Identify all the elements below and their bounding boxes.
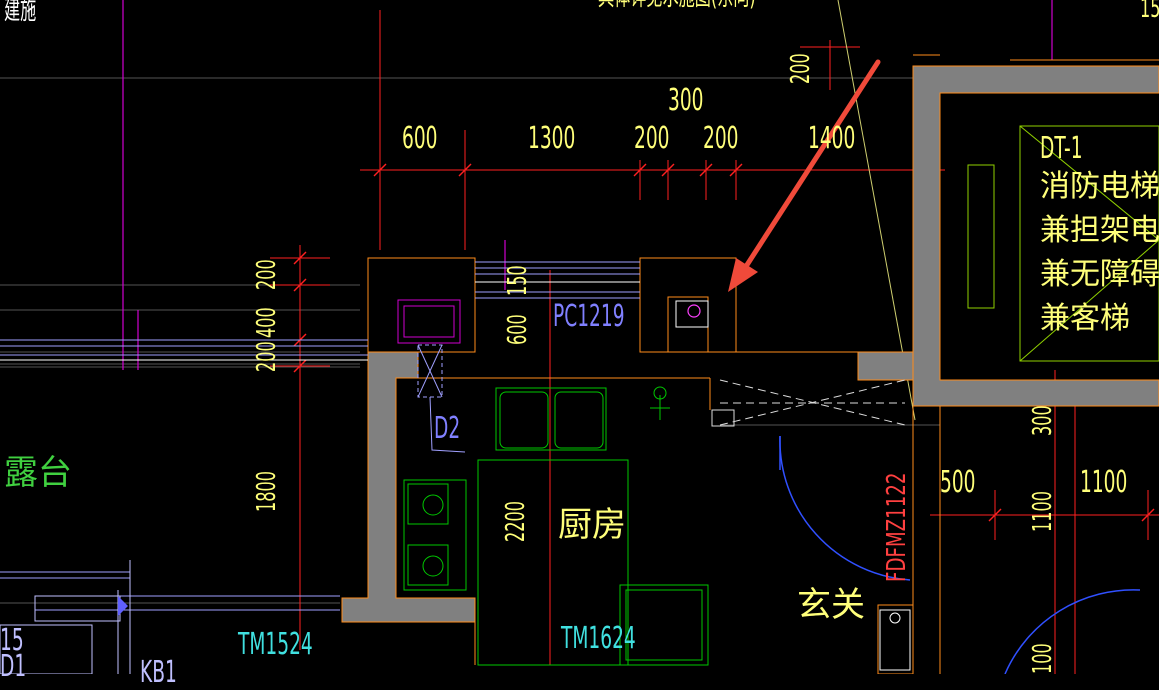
dim-2200: 2200: [501, 500, 531, 542]
dim-400-left: 400: [252, 307, 282, 338]
room-label-terrace: 露台: [4, 453, 72, 493]
dim-300: 300: [668, 83, 704, 118]
elevator-desc-3: 兼无障碍电: [1040, 257, 1159, 292]
window-code-label: PC1219: [553, 299, 625, 334]
dim-100-right: 100: [1028, 643, 1058, 674]
dim-1100-right: 1100: [1080, 465, 1128, 500]
dim-200-vertical: 200: [786, 53, 816, 84]
elevator-desc-2: 兼担架电梯: [1040, 213, 1159, 248]
dim-150: 150: [503, 265, 533, 296]
header-right-number: 150: [1140, 0, 1159, 24]
dim-600-window: 600: [503, 314, 533, 345]
elevator-code: DT-1: [1040, 131, 1083, 166]
cad-drawing: [0, 0, 1159, 675]
dim-1100-vertical: 1100: [1028, 490, 1058, 532]
dimension-lines: [270, 10, 1159, 674]
window-lines: [0, 261, 640, 611]
edge-label-d1: D1: [0, 649, 27, 684]
dim-600: 600: [402, 121, 438, 156]
dim-1400: 1400: [808, 121, 856, 156]
elevator-desc-1: 消防电梯: [1040, 169, 1159, 204]
annotation-arrow: [728, 59, 881, 292]
door-swings: [779, 435, 1141, 675]
dim-200-left: 200: [252, 259, 282, 290]
kitchen-furniture: [403, 386, 709, 666]
dim-200-a: 200: [634, 121, 670, 156]
edge-label-15: 15: [0, 623, 24, 658]
sheet-label: 建施: [4, 0, 37, 26]
elevator-desc-4: 兼客梯: [1040, 301, 1130, 336]
door-label-tm1624: TM1624: [561, 621, 636, 656]
room-label-foyer: 玄关: [797, 585, 865, 625]
dim-200-b: 200: [703, 121, 739, 156]
dim-1800: 1800: [252, 470, 282, 512]
dim-300-right: 300: [1028, 405, 1058, 436]
room-label-kitchen: 厨房: [558, 505, 626, 545]
drain-label: D2: [434, 411, 461, 446]
dim-1300: 1300: [528, 121, 576, 156]
fire-door-label: FDFMZ1122: [882, 472, 912, 582]
dim-200-left-b: 200: [252, 341, 282, 372]
door-label-tm1524: TM1524: [238, 627, 313, 662]
dim-500-right: 500: [940, 465, 976, 500]
header-note: 具体详见水施图(东向): [598, 0, 756, 10]
kb-label: KB1: [140, 655, 177, 690]
